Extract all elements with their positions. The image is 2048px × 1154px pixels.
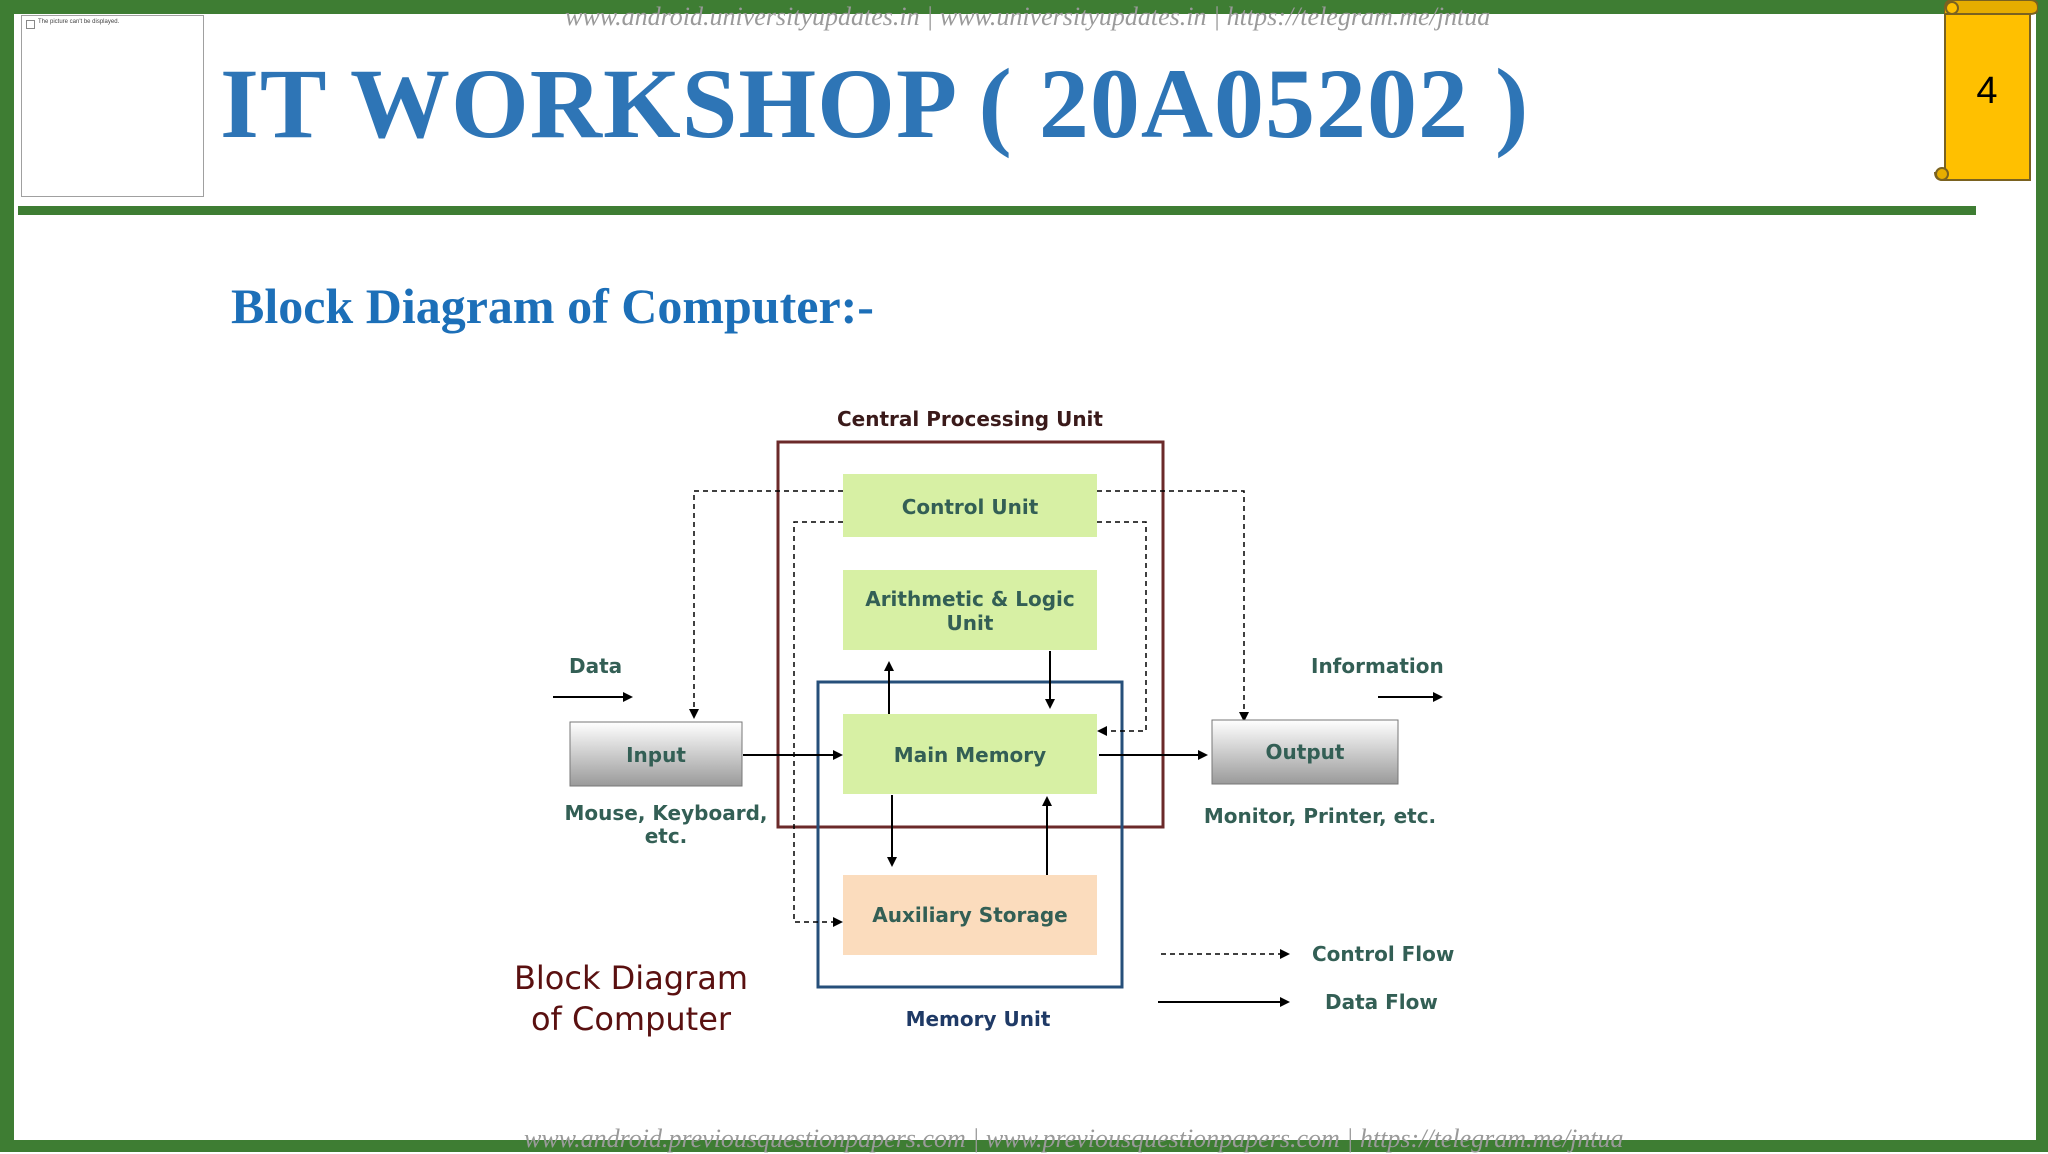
- input-label: Input: [626, 743, 686, 767]
- alu-label-line1: Arithmetic & Logic: [865, 587, 1075, 611]
- memory-unit-label: Memory Unit: [906, 1007, 1051, 1031]
- slide-title: IT WORKSHOP ( 20A05202 ): [220, 48, 1530, 159]
- control-flow-to-input: [689, 490, 843, 719]
- header-divider: [18, 206, 1976, 215]
- watermark-top: www.android.universityupdates.in | www.u…: [565, 2, 1491, 31]
- control-unit-box: [843, 474, 1097, 537]
- legend-data-flow: Data Flow: [1325, 990, 1438, 1014]
- memory-unit-boundary: [816, 680, 1124, 989]
- auxiliary-storage-label: Auxiliary Storage: [872, 903, 1068, 927]
- legend-control-flow: Control Flow: [1312, 942, 1454, 966]
- input-devices-line1: Mouse, Keyboard,: [565, 801, 768, 825]
- scroll-banner-icon: [1934, 0, 2038, 181]
- main-memory-box: [843, 714, 1097, 794]
- main-memory-label: Main Memory: [894, 743, 1046, 767]
- control-flow-to-auxiliary: [793, 521, 843, 927]
- auxiliary-storage-box: [843, 875, 1097, 955]
- diagram-caption-line2: of Computer: [531, 1000, 732, 1038]
- alu-label-line2: Unit: [947, 611, 994, 635]
- diagram-caption-line1: Block Diagram: [514, 959, 748, 997]
- page-number: 4: [1976, 70, 1998, 112]
- control-flow-to-output: [1097, 490, 1249, 722]
- cpu-label: Central Processing Unit: [837, 407, 1103, 431]
- broken-image-placeholder: The picture can't be displayed.: [21, 15, 204, 197]
- input-box: [569, 721, 743, 787]
- data-label: Data: [569, 654, 622, 678]
- output-label: Output: [1266, 740, 1345, 764]
- control-flow-to-main-memory: [1097, 521, 1147, 736]
- broken-image-text: The picture can't be displayed.: [38, 19, 120, 25]
- input-devices-line2: etc.: [645, 824, 688, 848]
- control-unit-label: Control Unit: [902, 495, 1039, 519]
- output-devices-label: Monitor, Printer, etc.: [1204, 804, 1436, 828]
- broken-image-icon: [26, 20, 35, 29]
- output-box: [1211, 719, 1399, 785]
- cpu-boundary: [776, 440, 1165, 829]
- alu-box: [843, 570, 1097, 650]
- watermark-bottom: www.android.previousquestionpapers.com |…: [524, 1124, 1624, 1153]
- slide-subtitle: Block Diagram of Computer:-: [231, 278, 874, 334]
- information-label: Information: [1311, 654, 1444, 678]
